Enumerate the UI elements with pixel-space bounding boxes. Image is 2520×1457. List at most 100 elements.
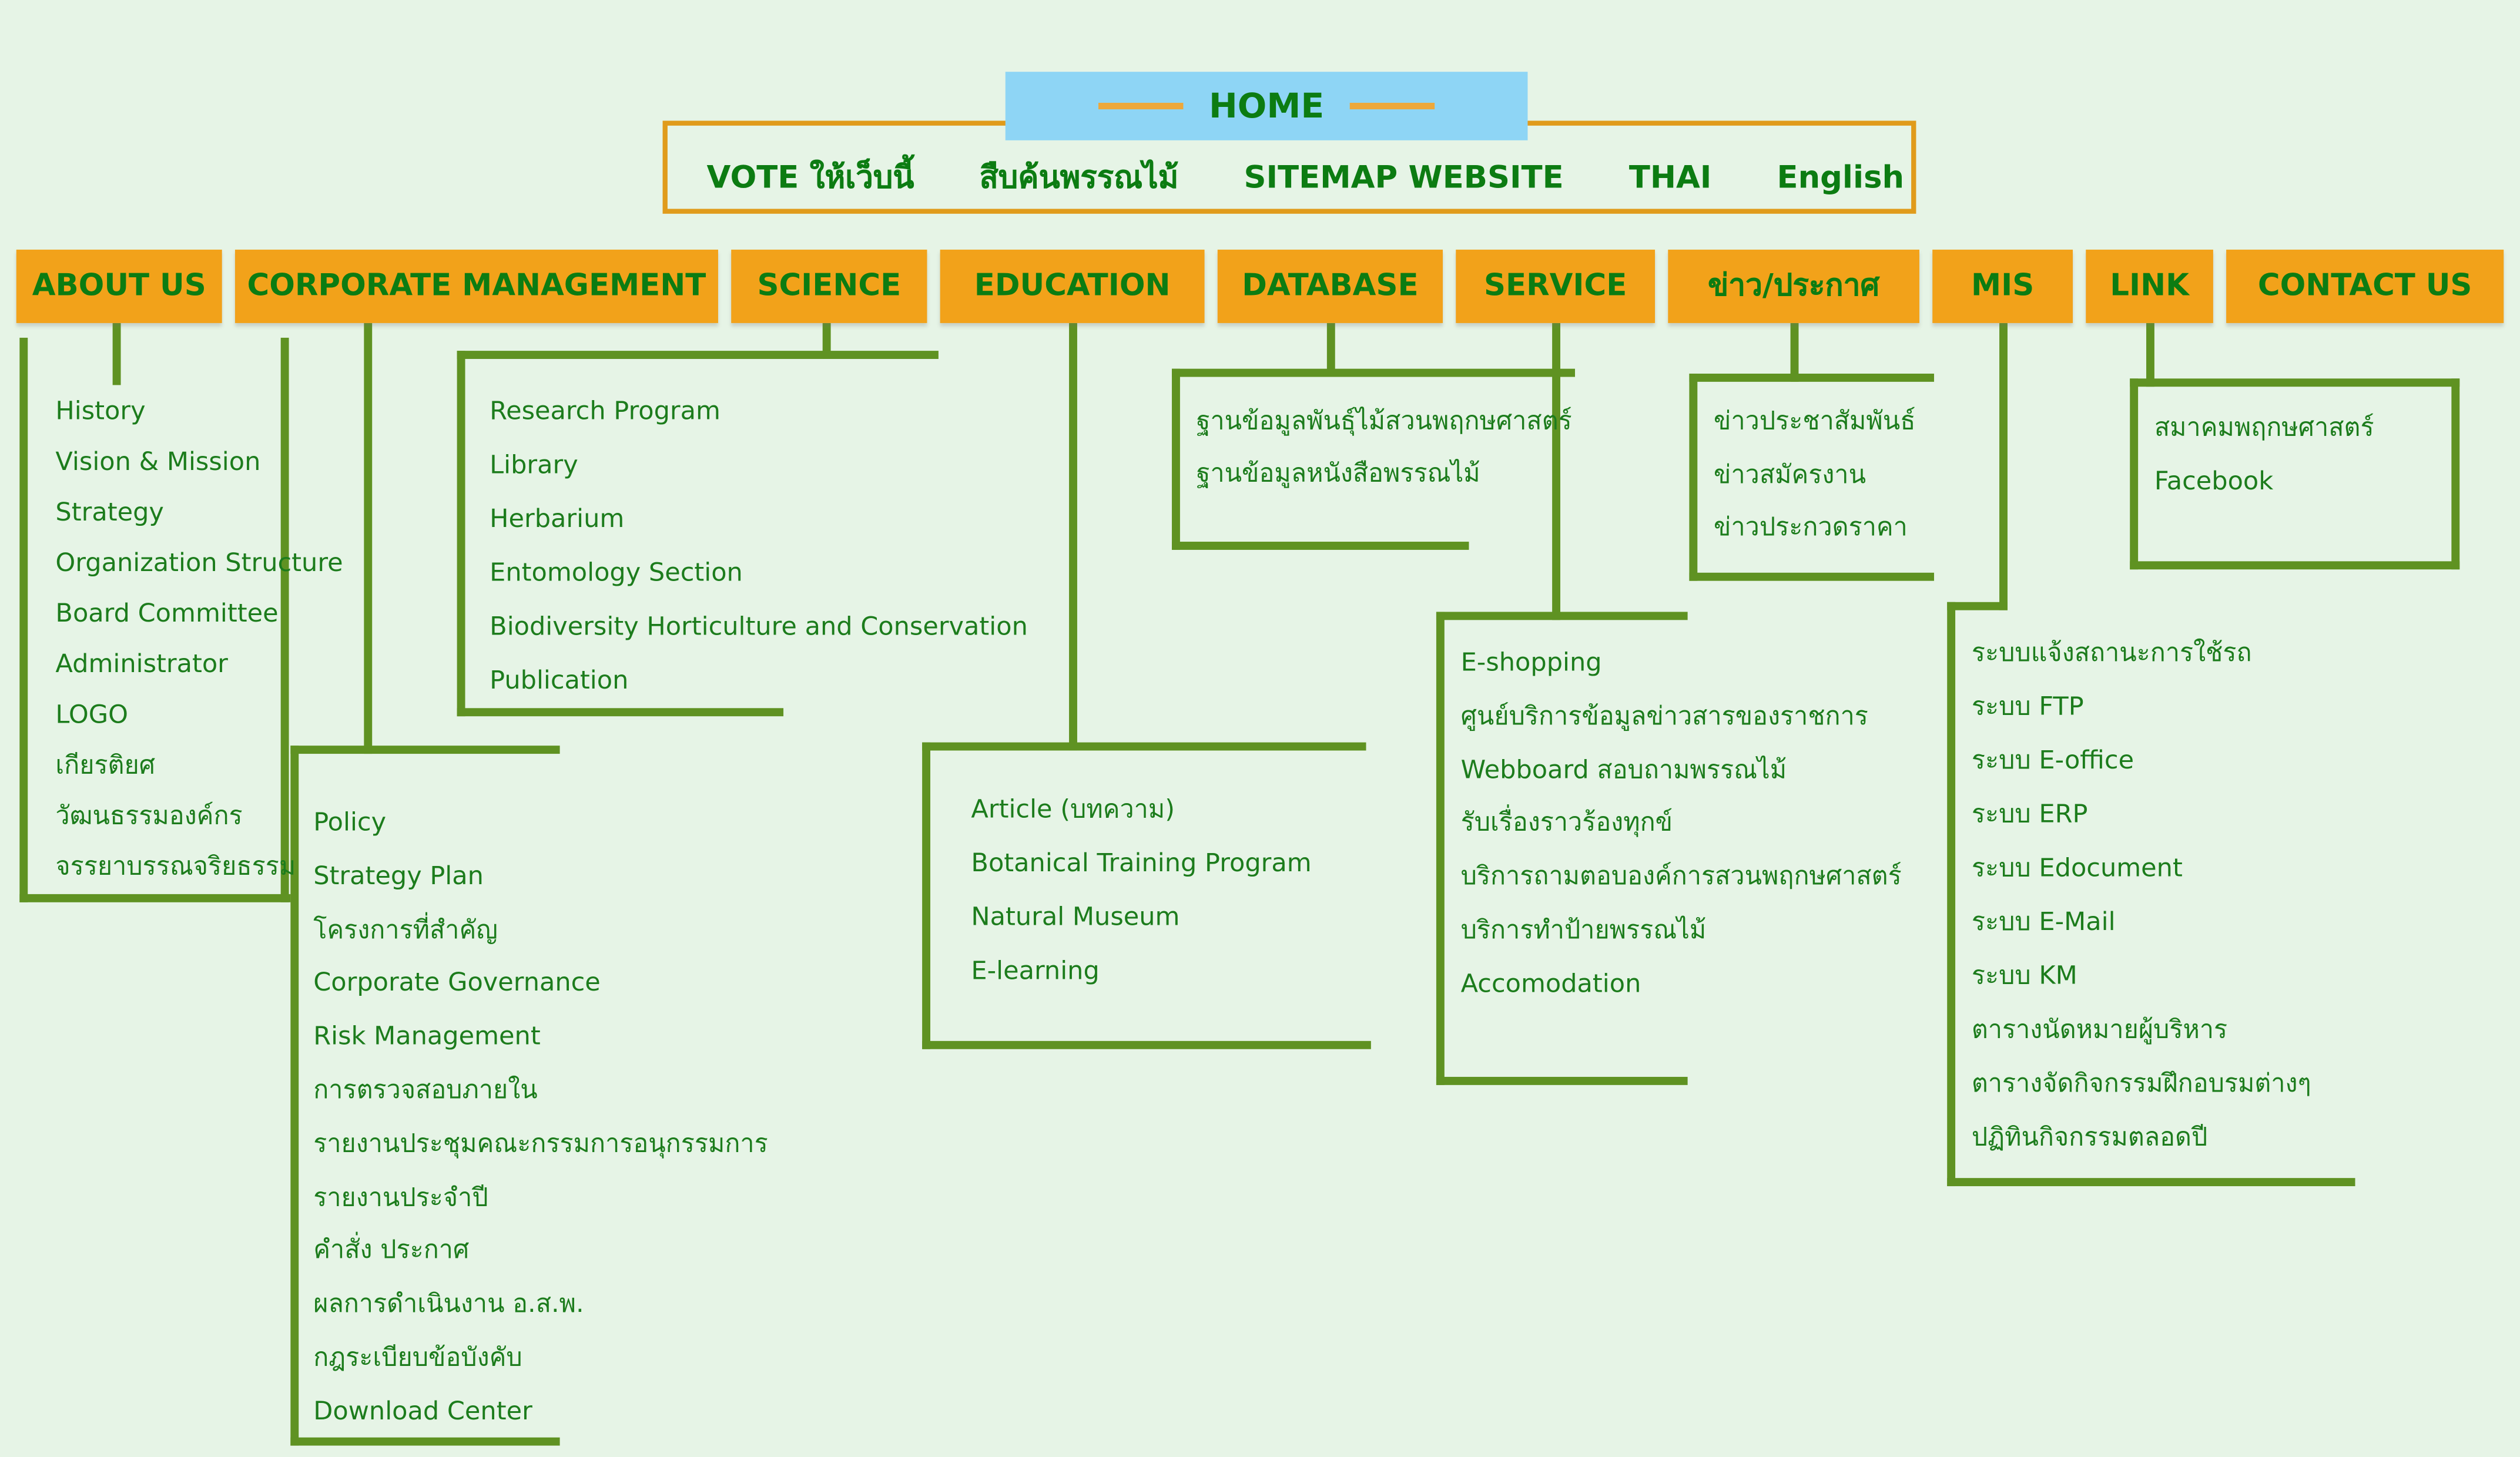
topbar-link[interactable]: VOTE ให้เว็บนี้ [706,159,914,195]
nav-about-us[interactable]: ABOUT US [16,249,222,323]
sitemap-link[interactable]: Botanical Training Program [971,848,1312,878]
sitemap-link[interactable]: History [55,396,146,426]
sitemap-link[interactable]: ข่าวสมัครงาน [1714,459,1866,489]
sitemap-link[interactable]: Policy [313,807,387,837]
sitemap-link[interactable]: รายงานประชุมคณะกรรมการอนุกรรมการ [313,1129,768,1159]
sitemap-link[interactable]: สมาคมพฤกษศาสตร์ [2154,412,2374,442]
sitemap-link[interactable]: ผลการดำเนินงาน อ.ส.พ. [313,1289,584,1319]
connector-line [2130,378,2460,387]
connector-line [1172,542,1469,550]
database-list: ฐานข้อมูลพันธุ์ไม้สวนพฤกษศาสตร์ฐานข้อมูล… [1197,395,1572,499]
sitemap-link[interactable]: ระบบ E-office [1971,746,2134,776]
mis-list: ระบบแจ้งสถานะการใช้รถระบบ FTP ระบบ E-offi… [1972,626,2311,1164]
nav-science[interactable]: SCIENCE [731,249,927,323]
connector-line [1689,572,1934,581]
connector-line [1999,323,2008,610]
connector-line [1947,1178,2355,1187]
connector-line [2146,323,2154,387]
sitemap-link[interactable]: Biodiversity Horticulture and Conservati… [490,611,1028,641]
sitemap-link[interactable]: Natural Museum [971,902,1180,932]
sitemap-link[interactable]: ฐานข้อมูลหนังสือพรรณไม้ [1196,458,1480,488]
nav-contact-us[interactable]: CONTACT US [2226,249,2504,323]
sitemap-link[interactable]: Facebook [2154,466,2274,496]
sitemap-link[interactable]: Article (บทความ) [971,794,1175,824]
sitemap-link[interactable]: E-shopping [1460,647,1602,677]
nav-service[interactable]: SERVICE [1456,249,1656,323]
topbar-link[interactable]: English [1777,159,1905,195]
sitemap-link[interactable]: Download Center [313,1396,532,1426]
sitemap-link[interactable]: Research Program [490,396,721,426]
sitemap-link[interactable]: Herbarium [490,503,625,533]
nav-mis[interactable]: MIS [1932,249,2073,323]
connector-line [1947,602,2008,610]
connector-line [280,337,289,902]
sitemap-link[interactable]: Strategy Plan [313,861,484,891]
nav-database[interactable]: DATABASE [1217,249,1443,323]
connector-line [112,323,121,385]
sitemap-link[interactable]: ระบบ ERP [1971,799,2088,829]
connector-line [2130,561,2460,570]
sitemap-link[interactable]: Publication [490,664,629,694]
link-list: สมาคมพฤกษศาสตร์ Facebook [2154,401,2374,509]
sitemap-link[interactable]: E-learning [971,956,1100,986]
sitemap-link[interactable]: Corporate Governance [313,968,601,998]
sitemap-link[interactable]: Board Committee [55,599,279,629]
connector-line [2451,378,2460,570]
sitemap-link[interactable]: ระบบ Edocument [1971,853,2183,883]
sitemap-link[interactable]: Accomodation [1460,969,1641,999]
sitemap-link[interactable]: การตรวจสอบภายใน [313,1075,538,1105]
home-button[interactable]: HOME [1005,72,1528,140]
sitemap-link[interactable]: จรรยาบรรณจริยธรรม [55,851,296,881]
sitemap-link[interactable]: ศูนย์บริการข้อมูลข่าวสารของราชการ [1460,701,1868,731]
sitemap-link[interactable]: ข่าวประชาสัมพันธ์ [1714,406,1916,436]
sitemap-link[interactable]: กฎระเบียบข้อบังคับ [313,1342,522,1372]
connector-line [2130,378,2139,570]
connector-line [922,1040,1371,1049]
sitemap-link[interactable]: Risk Management [313,1022,541,1052]
connector-line [1947,602,1956,1187]
sitemap-link[interactable]: ระบบ FTP [1971,691,2084,721]
sitemap-link[interactable]: Organization Structure [55,548,343,578]
sitemap-link[interactable]: บริการทำป้ายพรรณไม้ [1460,915,1707,945]
sitemap-link[interactable]: ตารางนัดหมายผู้บริหาร [1971,1015,2228,1045]
topbar-link[interactable]: SITEMAP WEBSITE [1244,159,1564,195]
sitemap-link[interactable]: ปฏิทินกิจกรรมตลอดปี [1971,1122,2208,1152]
topbar-link[interactable]: สืบค้นพรรณไม้ [979,159,1179,195]
sitemap-link[interactable]: เกียรติยศ [55,750,156,780]
nav-link[interactable]: LINK [2086,249,2213,323]
nav-education[interactable]: EDUCATION [940,249,1205,323]
nav-corporate-management[interactable]: CORPORATE MANAGEMENT [234,249,718,323]
nav-news[interactable]: ข่าว/ประกาศ [1668,249,1919,323]
connector-line [19,337,28,902]
sitemap-link[interactable]: ฐานข้อมูลพันธุ์ไม้สวนพฤกษศาสตร์ [1196,406,1572,436]
sitemap-link[interactable]: Vision & Mission [55,446,261,476]
sitemap-link[interactable]: บริการถามตอบองค์การสวนพฤกษศาสตร์ [1460,861,1902,891]
sitemap-link[interactable]: โครงการที่สำคัญ [313,914,498,944]
connector-line [1436,612,1688,620]
sitemap-link[interactable]: Entomology Section [490,558,743,588]
sitemap-link[interactable]: คำสั่ง ประกาศ [313,1236,470,1265]
education-list: Article (บทความ) Botanical Training Progr… [971,783,1311,999]
sitemap-link[interactable]: รายงานประจำปี [313,1182,488,1212]
sitemap-link[interactable]: Library [490,450,578,480]
sitemap-link[interactable]: ข่าวประกวดราคา [1714,512,1908,542]
sitemap-link[interactable]: ตารางจัดกิจกรรมฝึกอบรมต่างๆ [1971,1069,2311,1099]
sitemap-link[interactable]: วัฒนธรรมองค์กร [55,801,243,831]
connector-line [922,742,1366,751]
topbar-link[interactable]: THAI [1628,159,1712,195]
sitemap-link[interactable]: ระบบแจ้งสถานะการใช้รถ [1971,637,2252,667]
sitemap-link[interactable]: Administrator [55,649,228,679]
sitemap-link[interactable]: Strategy [55,498,164,528]
connector-line [1172,368,1180,550]
home-label: HOME [1208,86,1325,126]
sitemap-link[interactable]: ระบบ KM [1971,961,2077,991]
connector-line [1436,1076,1688,1085]
connector-line [822,323,831,359]
sitemap-link[interactable]: รับเรื่องราวร้องทุกข์ [1460,808,1673,838]
sitemap-link[interactable]: LOGO [55,700,129,730]
sitemap-link[interactable]: ระบบ E-Mail [1971,907,2116,937]
sitemap-link[interactable]: Webboard สอบถามพรรณไม้ [1460,754,1787,784]
